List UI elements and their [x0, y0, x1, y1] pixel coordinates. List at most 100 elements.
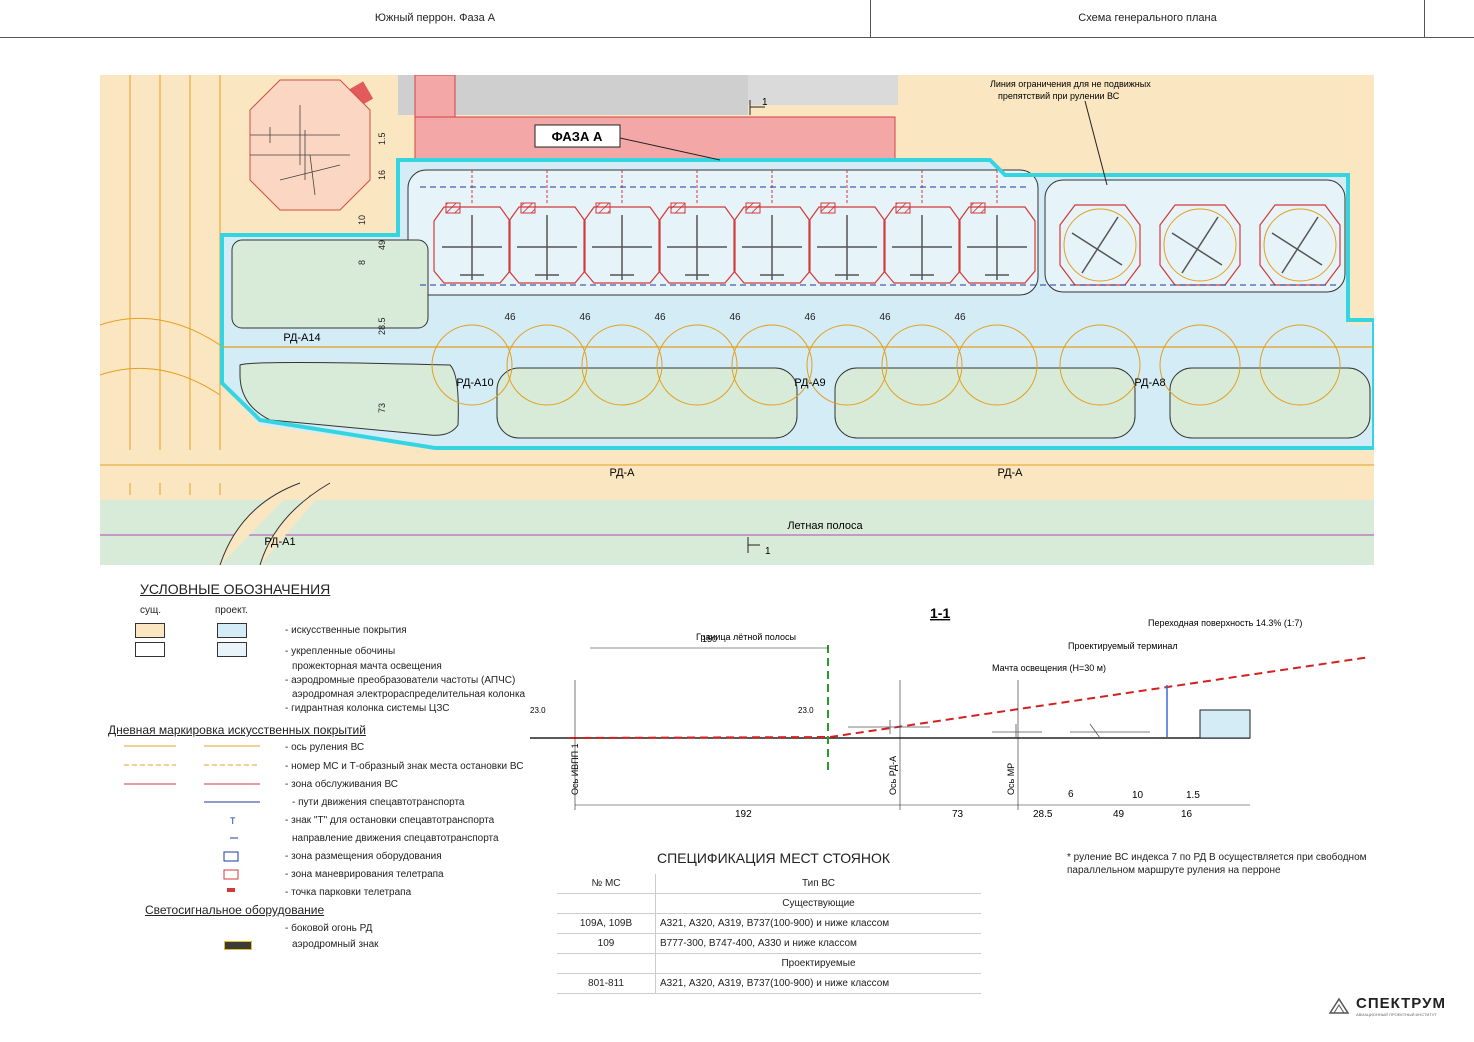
legend-lighting-title: Светосигнальное оборудование	[145, 903, 325, 917]
dim-49: 49	[377, 240, 387, 250]
stand-zone	[583, 206, 661, 284]
bottom-dim-16: 16	[1181, 809, 1193, 820]
taxiway-rd-a1: РД-А1	[264, 536, 295, 548]
title-block: Южный перрон. Фаза А Схема генерального …	[0, 0, 1474, 38]
grass-island-a10-a9	[496, 367, 798, 439]
bridge-zone	[820, 202, 836, 214]
dim-1-5: 1.5	[377, 132, 387, 145]
landside-area	[398, 75, 748, 115]
bottom-dim-73: 73	[952, 809, 964, 820]
legend-equip-4: - гидрантная колонка системы ЦЗС	[285, 703, 450, 714]
legend-marking-6: направление движения спецавтотранспорта	[292, 833, 499, 844]
swatch-existing-shoulder	[135, 642, 165, 657]
bridge-zone	[670, 202, 686, 214]
title-divider	[870, 0, 871, 37]
bottom-dim-49: 49	[1113, 809, 1125, 820]
aircraft-icon	[1271, 216, 1323, 274]
legend-marking-9: - точка парковки телетрапа	[285, 887, 412, 898]
grass-island-a14	[231, 239, 429, 329]
phase-label-box	[534, 124, 621, 148]
taxiway-rd-a10: РД-А10	[456, 377, 493, 389]
drawing-title: Схема генерального плана	[1078, 12, 1217, 24]
dim-73: 73	[377, 403, 387, 413]
svg-text:T: T	[230, 816, 236, 826]
legend-lighting-2: аэродромный знак	[292, 939, 379, 950]
aircraft-icon	[817, 215, 877, 280]
stand-width-6: 46	[879, 312, 891, 323]
spec-title: СПЕЦИФИКАЦИЯ МЕСТ СТОЯНОК	[657, 850, 891, 866]
legend-col-existing: сущ.	[140, 605, 162, 616]
upper-dim-1-5: 1.5	[1186, 790, 1200, 801]
apron-site-plan: 46 46 46 46 46 46 46 ФАЗА А Линия ограни…	[100, 75, 1374, 565]
section-mark-top	[749, 100, 765, 115]
aircraft-icon	[1071, 216, 1123, 274]
sheet-title: Южный перрон. Фаза А	[374, 12, 496, 24]
legend-marking-3: - зона обслуживания ВС	[285, 779, 399, 790]
upper-dim-10: 10	[1132, 790, 1144, 801]
taxiway-a1	[219, 482, 331, 565]
stand-zone	[508, 206, 586, 284]
dim-16: 16	[377, 170, 387, 180]
legend-lighting-1: - боковой огонь РД	[285, 923, 373, 934]
terminal-wing	[414, 75, 456, 118]
transition-surface-label: Переходная поверхность 14.3% (1:7)	[1148, 618, 1302, 628]
stand-zone	[733, 206, 811, 284]
stand-width-1: 46	[504, 312, 516, 323]
upper-dim-6: 6	[1068, 789, 1074, 800]
swatch-projected-pavement	[217, 623, 247, 638]
legend-marking-8: - зона маневрирования телетрапа	[285, 869, 444, 880]
mast-label: Мачта освещения (Н=30 м)	[992, 663, 1106, 673]
stand-width-2: 46	[579, 312, 591, 323]
legend-col-projected: проект.	[215, 605, 248, 616]
spec-col-type: Тип ВС	[655, 874, 981, 894]
terminal-block	[1199, 709, 1251, 739]
legend-marking-4: - пути движения спецавтотранспорта	[292, 797, 465, 808]
existing-stand-109	[249, 79, 371, 211]
stand-zone	[808, 206, 886, 284]
legend-marking-7: - зона размещения оборудования	[285, 851, 442, 862]
aircraft-icon	[892, 215, 952, 280]
cross-section-1-1: 1-1 23.0 23.0 Граница лётной полосы Пере…	[530, 605, 1371, 820]
taxiway-rd-a-west: РД-А	[609, 467, 635, 479]
restriction-note-1: Линия ограничения для не подвижных	[990, 79, 1151, 89]
strip-boundary-label: Граница лётной полосы	[696, 632, 796, 642]
legend-surface-2: - укрепленные обочины	[285, 646, 396, 657]
stand-zone	[883, 206, 961, 284]
taxiway-rd-a-east: РД-А	[997, 467, 1023, 479]
aircraft-icon	[592, 215, 652, 280]
section-mark-bottom	[747, 537, 760, 553]
remote-stand-circle	[1263, 208, 1337, 282]
grass-island-a10-west	[239, 362, 459, 436]
elev-right: 23.0	[798, 706, 814, 715]
legend-surface-1: - искусственные покрытия	[285, 625, 407, 636]
stand-island-801-808	[407, 169, 1039, 296]
legend-marking-1: - ось руления ВС	[285, 742, 365, 753]
brand-name: СПЕКТРУМ	[1356, 995, 1446, 1012]
logo-icon	[1328, 997, 1350, 1014]
taxiway-rd-a14: РД-А14	[283, 332, 320, 344]
stand-width-3: 46	[654, 312, 666, 323]
legend-marking-2: - номер МС и Т-образный знак места остан…	[285, 761, 524, 772]
axis-mr-label: Ось МР	[1006, 763, 1016, 795]
spec-group-existing: Существующие	[655, 893, 981, 914]
legend-marking-symbols: T	[124, 745, 260, 892]
dim-8: 8	[357, 260, 367, 265]
remote-stand-circle	[1063, 208, 1137, 282]
dim-150: 150	[702, 634, 717, 644]
legend-equip-1: прожекторная мачта освещения	[292, 661, 442, 672]
bottom-dim-28-5: 28.5	[1033, 809, 1053, 820]
bridge-zone	[895, 202, 911, 214]
legend-equip-2: - аэродромные преобразователи частоты (А…	[285, 675, 516, 686]
remote-stand-circle	[1163, 208, 1237, 282]
restriction-leader	[1084, 100, 1108, 186]
section-title: 1-1	[930, 605, 950, 621]
legend-equip-3: аэродромная электрораспределительная кол…	[292, 689, 526, 700]
stand-width-5: 46	[804, 312, 816, 323]
swatch-projected-shoulder	[217, 642, 247, 657]
aircraft-icon	[517, 215, 577, 280]
stand-zone	[658, 206, 736, 284]
aerodrome-sign-icon	[224, 941, 252, 950]
